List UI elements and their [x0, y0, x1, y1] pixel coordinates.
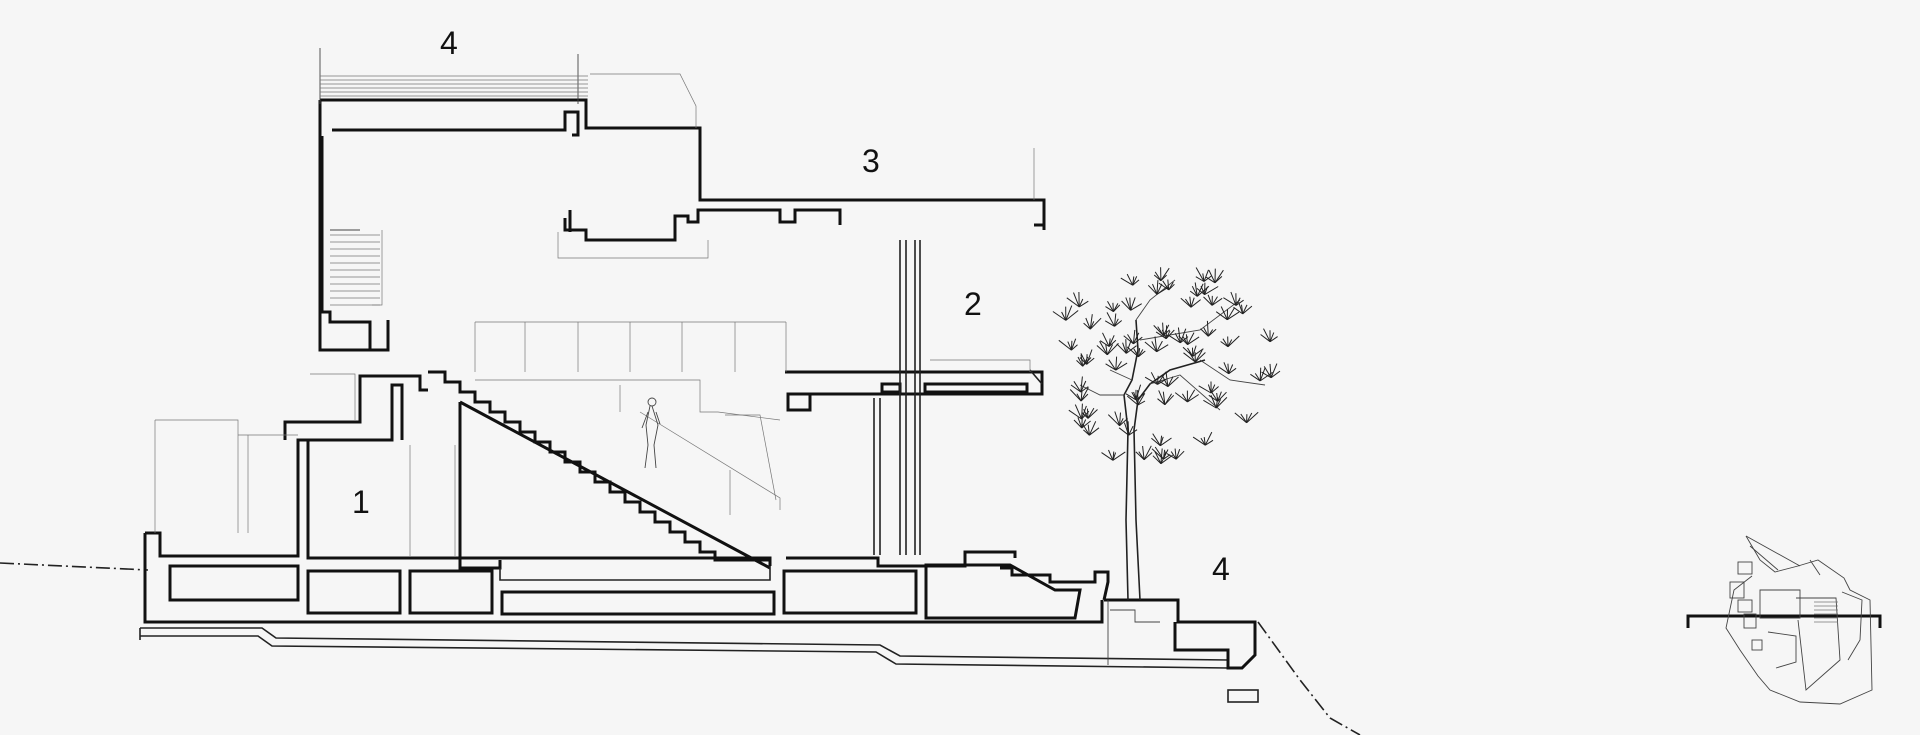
foundation: [139, 533, 1259, 703]
key-plan: [1686, 535, 1882, 705]
basement-cells: [168, 563, 1082, 620]
label-lower-level: 1: [352, 484, 370, 520]
label-garden-terrace: 4: [1212, 551, 1230, 587]
ground-line-left: [0, 562, 149, 571]
label-upper-level: 3: [862, 143, 880, 179]
ground-line-right: [1257, 621, 1361, 735]
tree: [1052, 267, 1281, 601]
label-roof-terrace: 4: [440, 25, 458, 61]
section-outline: [145, 48, 1257, 670]
person-figure: [641, 397, 661, 469]
label-mid-level: 2: [964, 286, 982, 322]
